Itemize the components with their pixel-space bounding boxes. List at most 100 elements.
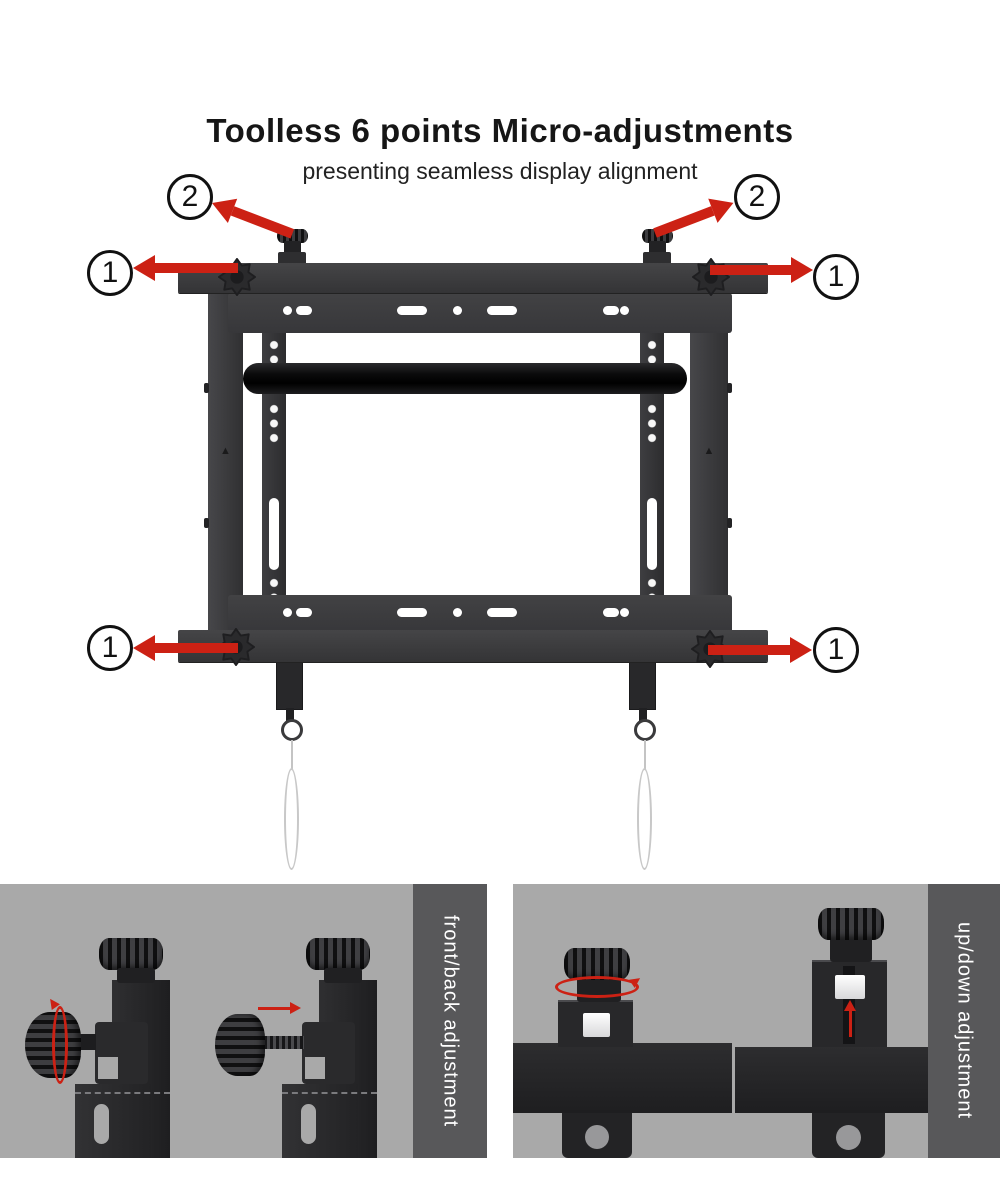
arrow-shaft — [155, 263, 238, 273]
arrow-head — [790, 637, 812, 663]
tv-rail-right — [640, 300, 664, 605]
arrow-up-right-icon — [650, 190, 739, 245]
tab-hole — [836, 1125, 861, 1150]
top-knob — [306, 938, 370, 970]
top-knob — [564, 948, 630, 980]
callout-1-bottom-right: 1 — [813, 627, 859, 673]
panel-caption-up-down: up/down adjustment — [928, 884, 1000, 1158]
bracket-slot — [94, 1104, 109, 1144]
rail-slot — [269, 498, 279, 570]
threaded-rod — [264, 1036, 304, 1049]
arrow-head — [844, 1000, 856, 1011]
page-subtitle: presenting seamless display alignment — [302, 158, 698, 184]
callout-2-top-right: 2 — [734, 174, 780, 220]
arrow-head — [290, 1002, 301, 1014]
vesa-hole — [283, 608, 292, 617]
arrow-shaft — [653, 206, 715, 238]
callout-1-top-left: 1 — [87, 250, 133, 296]
callout-1-bottom-left: 1 — [87, 625, 133, 671]
rail-holes — [262, 402, 286, 446]
rail-screw — [727, 383, 732, 393]
arrow-head — [791, 257, 813, 283]
up-arrow-icon — [844, 1000, 856, 1037]
panel-caption-front-back: front/back adjustment — [413, 884, 487, 1158]
bracket-slot — [301, 1104, 316, 1144]
slide-arrow-right-icon — [258, 1002, 301, 1014]
rod-body — [629, 660, 656, 710]
vesa-hole — [397, 306, 427, 315]
arrow-right-icon — [710, 257, 813, 283]
arrow-shaft — [155, 643, 238, 653]
vesa-hole — [620, 306, 629, 315]
pull-string — [644, 740, 646, 770]
lower-tab — [812, 1113, 885, 1158]
horizontal-rail — [735, 1047, 928, 1113]
callout-1-top-right: 1 — [813, 254, 859, 300]
vesa-hole — [487, 608, 517, 617]
spring-cylinder — [243, 363, 687, 394]
screw-collar — [284, 241, 301, 254]
rotation-arrow-icon — [555, 976, 639, 998]
clamp-block — [95, 1022, 148, 1084]
vesa-plate-top — [228, 293, 732, 333]
rod-body — [276, 660, 303, 710]
page-title: Toolless 6 points Micro-adjustments — [206, 112, 794, 149]
arrow-right-icon — [708, 637, 812, 663]
rail-holes — [640, 402, 664, 446]
tab-hole — [585, 1125, 609, 1149]
screw-collar — [649, 241, 666, 254]
pull-ring — [634, 719, 656, 741]
up-arrow-marking-icon: ▲ — [703, 445, 715, 457]
rail-slot — [647, 498, 657, 570]
lower-bracket — [75, 1084, 151, 1158]
side-knob — [215, 1014, 265, 1076]
vesa-hole — [283, 306, 292, 315]
up-arrow-marking-icon: ▲ — [220, 445, 231, 457]
bottom-bar — [178, 630, 768, 662]
slider-block — [835, 975, 865, 999]
vesa-plate-bottom — [228, 595, 732, 633]
tv-rail-left — [262, 300, 286, 605]
arrow-head — [133, 255, 155, 281]
callout-2-top-left: 2 — [167, 174, 213, 220]
pull-cord-loop — [284, 768, 299, 870]
arrow-up-left-icon — [207, 190, 297, 246]
panel-front-back-image — [0, 884, 413, 1158]
vesa-hole — [620, 608, 629, 617]
vesa-hole — [296, 306, 312, 315]
clamp-notch — [305, 1057, 325, 1079]
top-bar — [178, 263, 768, 293]
arrow-head — [133, 635, 155, 661]
clamp-notch — [98, 1057, 118, 1079]
seam-line — [75, 1092, 170, 1094]
panel-caption-text: up/down adjustment — [953, 922, 976, 1120]
knob-collar — [830, 936, 872, 962]
vesa-hole — [296, 608, 312, 617]
pull-cord-loop — [637, 768, 652, 870]
arrow-left-icon — [133, 255, 238, 281]
horizontal-rail — [513, 1043, 732, 1113]
rotation-arrow-icon — [52, 1006, 68, 1084]
top-knob — [99, 938, 163, 970]
knob-collar — [324, 968, 362, 983]
upright-rail-right: ▲ — [690, 293, 732, 640]
arrow-shaft — [230, 206, 295, 239]
vesa-hole — [603, 608, 619, 617]
upright-rail-left: ▲ — [204, 293, 243, 640]
arrow-shaft — [710, 265, 791, 275]
arrow-left-icon — [133, 635, 238, 661]
vesa-hole — [603, 306, 619, 315]
rod-tip — [639, 708, 647, 721]
clamp-block — [302, 1022, 355, 1084]
knob-collar — [117, 968, 155, 983]
slider-block — [583, 1013, 610, 1037]
vesa-hole — [397, 608, 427, 617]
panel-front-back-adjustment: front/back adjustment — [0, 884, 487, 1158]
rail-screw — [727, 518, 732, 528]
knob-stem — [78, 1034, 96, 1050]
panel-up-down-adjustment: up/down adjustment — [513, 884, 1000, 1158]
rail-screw — [204, 518, 209, 528]
pull-ring — [281, 719, 303, 741]
rail-screw — [204, 383, 209, 393]
